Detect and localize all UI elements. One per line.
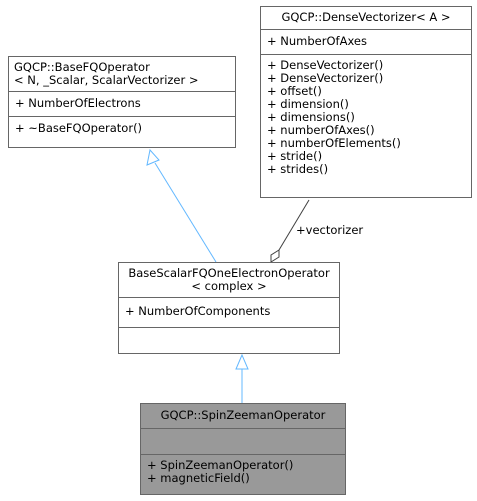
method-item: + numberOfAxes() — [267, 123, 375, 137]
attributes-section: + NumberOfAxes — [261, 29, 471, 54]
class-title-line: < N, _Scalar, ScalarVectorizer > — [14, 73, 199, 87]
class-title: BaseScalarFQOneElectronOperator < comple… — [119, 263, 339, 297]
method-item: + stride() — [267, 149, 323, 163]
attribute-item: + NumberOfAxes — [267, 34, 367, 48]
methods-section: + SpinZeemanOperator() + magneticField() — [141, 454, 345, 488]
class-title-line: GQCP::SpinZeemanOperator — [160, 408, 326, 422]
composition-label: +vectorizer — [296, 223, 364, 237]
methods-section: + DenseVectorizer() + DenseVectorizer() … — [261, 54, 471, 179]
class-box-spin-zeeman-operator[interactable]: GQCP::SpinZeemanOperator + SpinZeemanOpe… — [140, 403, 346, 495]
class-box-base-fq-operator[interactable]: GQCP::BaseFQOperator < N, _Scalar, Scala… — [8, 56, 236, 148]
class-box-base-scalar-operator[interactable]: BaseScalarFQOneElectronOperator < comple… — [118, 262, 340, 354]
attributes-section: + NumberOfComponents — [119, 297, 339, 327]
attributes-section — [141, 428, 345, 454]
method-item: + ~BaseFQOperator() — [15, 121, 143, 135]
class-title-line: GQCP::BaseFQOperator — [14, 60, 150, 74]
class-title: GQCP::SpinZeemanOperator — [141, 404, 345, 428]
method-item: + dimensions() — [267, 110, 355, 124]
method-item: + DenseVectorizer() — [267, 58, 384, 72]
inheritance-arrowhead-base-scalar — [235, 353, 249, 370]
inheritance-edge-base-fq — [154, 162, 217, 263]
methods-section — [119, 327, 339, 351]
composition-diamond-vectorizer — [270, 249, 280, 263]
method-item: + DenseVectorizer() — [267, 71, 384, 85]
method-item: + dimension() — [267, 97, 349, 111]
attribute-item: + NumberOfElectrons — [15, 96, 141, 110]
inheritance-arrowhead-base-fq — [146, 148, 160, 166]
class-title: GQCP::DenseVectorizer< A > — [261, 7, 471, 29]
method-item: + numberOfElements() — [267, 136, 401, 150]
method-item: + SpinZeemanOperator() — [147, 458, 294, 472]
class-title-line: GQCP::DenseVectorizer< A > — [281, 10, 451, 24]
method-item: + strides() — [267, 162, 329, 176]
class-title-line: < complex > — [191, 279, 267, 293]
attributes-section: + NumberOfElectrons — [9, 91, 235, 116]
class-title: GQCP::BaseFQOperator < N, _Scalar, Scala… — [9, 57, 235, 91]
method-item: + offset() — [267, 84, 322, 98]
method-item: + magneticField() — [147, 471, 250, 485]
composition-edge-vectorizer — [278, 199, 310, 251]
class-box-dense-vectorizer[interactable]: GQCP::DenseVectorizer< A > + NumberOfAxe… — [260, 6, 472, 198]
methods-section: + ~BaseFQOperator() — [9, 116, 235, 140]
attribute-item: + NumberOfComponents — [125, 304, 271, 318]
class-title-line: BaseScalarFQOneElectronOperator — [128, 266, 330, 280]
